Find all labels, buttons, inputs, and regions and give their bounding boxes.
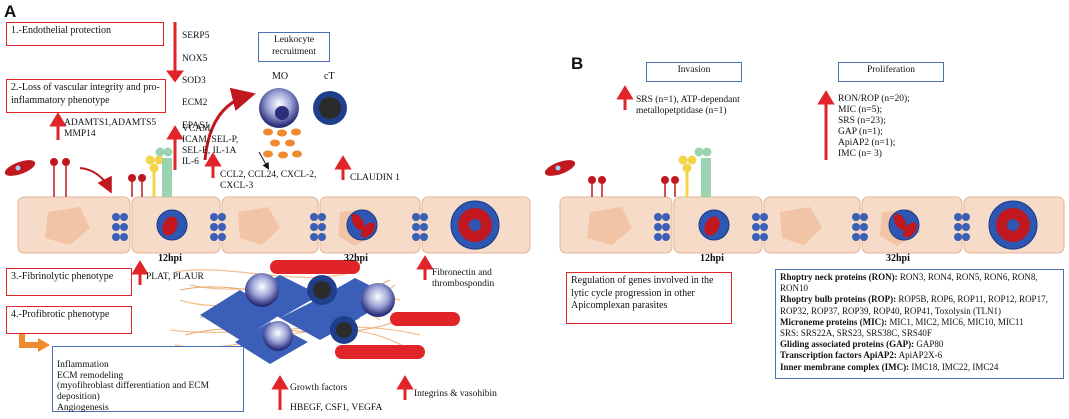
fibronectin-genes: Fibronectin and thrombospondin [432, 268, 495, 289]
fibrinolytic-box: 3.-Fibrinolytic phenotype [6, 268, 132, 296]
legend-apiap2: Transcription factors ApiAP2: ApiAP2X-6 [780, 350, 943, 361]
protein-legend: Rhoptry neck proteins (RON): RON3, RON4,… [775, 269, 1064, 379]
legend-imc: Inner membrane complex (IMC): IMC18, IMC… [780, 361, 999, 372]
protection-genes: SERP5 NOX5 SOD3 ECM2 EPAS1 [182, 20, 209, 143]
profibrotic-box: 4.-Profibrotic phenotype [6, 306, 132, 334]
gene-nox5: NOX5 [182, 53, 208, 64]
gene-serp5: SERP5 [182, 31, 210, 42]
ct-label: cT [324, 71, 335, 82]
growth-factor-genes: HBEGF, CSF1, VEGFA [290, 403, 383, 413]
fibrinolytic-label: 3.-Fibrinolytic phenotype [11, 271, 114, 282]
tight-junctions-a [112, 213, 428, 241]
profibrotic-label: 4.-Profibrotic phenotype [11, 309, 110, 320]
inflammation-box: Inflammation ECM remodeling (myofibrobla… [52, 346, 244, 413]
invasion-box: Invasion [646, 62, 742, 82]
proliferation-box: Proliferation [838, 62, 944, 82]
claudin-gene: CLAUDIN 1 [350, 173, 400, 183]
infected-cells-a [156, 200, 500, 250]
vascular-integrity-label: 2.-Loss of vascular integrity and pro-in… [11, 82, 160, 106]
inflammation-label: Inflammation ECM remodeling (myofibrobla… [57, 359, 210, 413]
integrins-genes: Integrins & vasohibin [414, 389, 497, 399]
legend-rop: Rhoptry bulb proteins (ROP): ROP5B, ROP6… [780, 294, 1048, 316]
tight-junctions-b [654, 213, 970, 241]
chemokine-genes: CCL2, CCL24, CXCL-2, CXCL-3 [220, 170, 317, 191]
growth-factors-label: Growth factors [290, 383, 348, 393]
legend-mic: Microneme proteins (MIC): MIC1, MIC2, MI… [780, 316, 1024, 327]
endothelial-protection-label: 1.-Endothelial protection [11, 25, 111, 36]
hpi-12-label-a: 12hpi [158, 253, 182, 264]
leukocyte-recruitment-box: Leukocyte recruitment [258, 32, 330, 62]
mo-label: MO [272, 71, 289, 82]
fibrotic-network [169, 260, 460, 364]
hpi-32-label-a: 32hpi [344, 253, 368, 264]
hpi-12-label-b: 12hpi [700, 253, 724, 264]
leukocytes [203, 87, 347, 170]
gene-sod3: SOD3 [182, 76, 206, 87]
vascular-integrity-box: 2.-Loss of vascular integrity and pro-in… [6, 79, 166, 113]
panel-b-letter: B [571, 54, 584, 73]
endothelium-b [559, 196, 1065, 254]
legend-srs: SRS: SRS22A, SRS23, SRS38C, SRS40F [780, 328, 932, 339]
upregulation-arrows-b [616, 85, 835, 160]
invasion-genes: SRS (n=1), ATP-dependant metallopetptida… [636, 95, 740, 116]
hpi-32-label-b: 32hpi [886, 253, 910, 264]
plat-genes: PLAT, PLAUR [146, 272, 204, 282]
gene-ecm2: ECM2 [182, 98, 208, 109]
regulation-label: Regulation of genes involved in the lyti… [571, 275, 714, 311]
leukocyte-recruitment-label: Leukocyte recruitment [272, 35, 316, 57]
infected-cells-b [698, 200, 1038, 250]
legend-ron: Rhoptry neck proteins (RON): RON3, RON4,… [780, 272, 1038, 294]
regulation-box: Regulation of genes involved in the lyti… [566, 272, 732, 324]
endothelial-protection-box: 1.-Endothelial protection [6, 22, 164, 46]
parasites-b [544, 147, 712, 197]
adhesion-genes: VCAM, ICAM, SEL-P, SEL-E, IL-1A IL-6 [182, 124, 239, 167]
invasion-label: Invasion [677, 65, 711, 75]
panel-a-letter: A [4, 2, 17, 21]
adamts-genes: ADAMTS1,ADAMTS5 MMP14 [64, 118, 157, 139]
parasites-a [4, 147, 173, 197]
gene-epas1: EPAS1 [182, 120, 210, 131]
proliferation-genes: RON/ROP (n=20); MIC (n=5); SRS (n=23); G… [838, 94, 910, 159]
proliferation-label: Proliferation [866, 65, 915, 75]
legend-gap: Gliding associated proteins (GAP): GAP80 [780, 339, 944, 350]
upregulation-arrows-a [49, 22, 434, 410]
